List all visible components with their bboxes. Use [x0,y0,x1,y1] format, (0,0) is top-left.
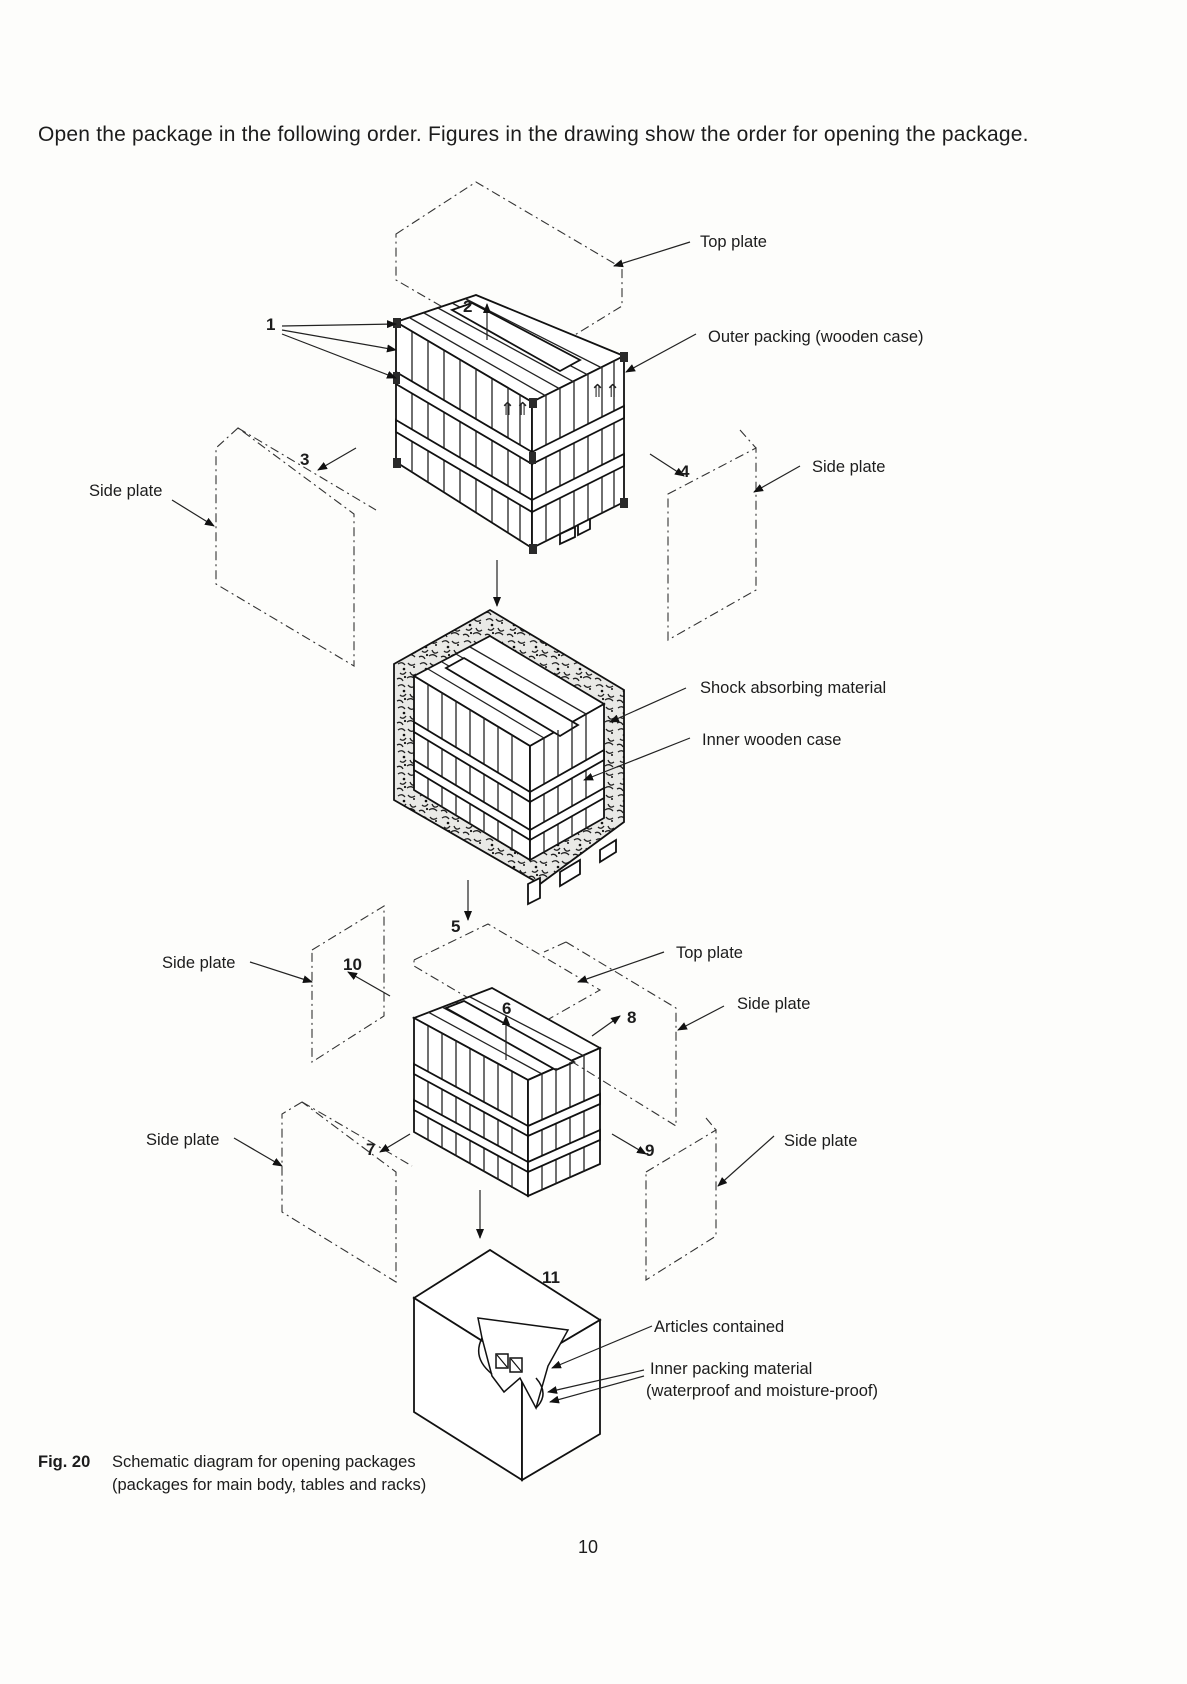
step-arrows-1 [281,303,685,607]
step-11: 11 [542,1268,560,1287]
page-number: 10 [578,1537,599,1557]
figure-caption: Fig. 20 Schematic diagram for opening pac… [38,1451,426,1497]
label-side-plate-7: Side plate [146,1131,219,1149]
label-top-plate-1: Top plate [700,233,767,251]
top-plate-2 [413,923,602,1033]
side-plate-3 [215,427,377,667]
step-numbers: 1 2 3 4 5 6 7 8 9 10 11 [266,297,690,1287]
step-3: 3 [300,450,309,469]
side-plate-7 [281,1101,413,1283]
side-plate-9 [645,1117,717,1281]
step-6: 6 [502,999,511,1018]
label-shock-absorbing: Shock absorbing material [700,679,886,697]
label-top-plate-2: Top plate [676,944,743,962]
label-side-plate-right-1: Side plate [812,458,885,476]
step-8: 8 [627,1008,636,1027]
shock-absorbing-assembly [393,608,625,906]
label-articles-contained: Articles contained [654,1318,784,1336]
label-outer-packing: Outer packing (wooden case) [708,328,924,346]
step-9: 9 [645,1141,654,1160]
label-side-plate-10: Side plate [162,954,235,972]
caption-line-2: (packages for main body, tables and rack… [112,1476,427,1494]
intro-text: Open the package in the following order.… [38,123,1029,146]
inner-wooden-case [411,987,603,1198]
step-2: 2 [463,297,472,316]
leader-lines [171,241,801,1404]
label-inner-packing-1: Inner packing material [650,1360,812,1378]
label-side-plate-left-1: Side plate [89,482,162,500]
outer-wooden-case: ⇑⇑ ⇑⇑ [393,294,628,554]
side-plate-4 [667,429,757,641]
side-plate-8 [543,941,677,1127]
label-side-plate-8: Side plate [737,995,810,1013]
label-inner-wooden-case: Inner wooden case [702,731,841,749]
callout-labels: Top plate Outer packing (wooden case) Si… [89,233,924,1400]
svg-text:⇑⇑: ⇑⇑ [500,399,530,420]
side-plate-10 [311,905,385,1064]
step-arrows-3 [347,971,647,1239]
step-5: 5 [451,917,460,936]
figure-number: Fig. 20 [38,1453,91,1471]
articles-contained-box [412,1248,602,1482]
step-10: 10 [343,955,362,974]
label-side-plate-9: Side plate [784,1132,857,1150]
label-inner-packing-2: (waterproof and moisture-proof) [646,1382,878,1400]
step-1: 1 [266,315,275,334]
step-4: 4 [680,462,690,481]
step-7: 7 [366,1140,375,1159]
caption-line-1: Schematic diagram for opening packages [112,1453,416,1471]
top-plate-1 [395,181,623,361]
svg-text:⇑⇑: ⇑⇑ [590,381,620,402]
